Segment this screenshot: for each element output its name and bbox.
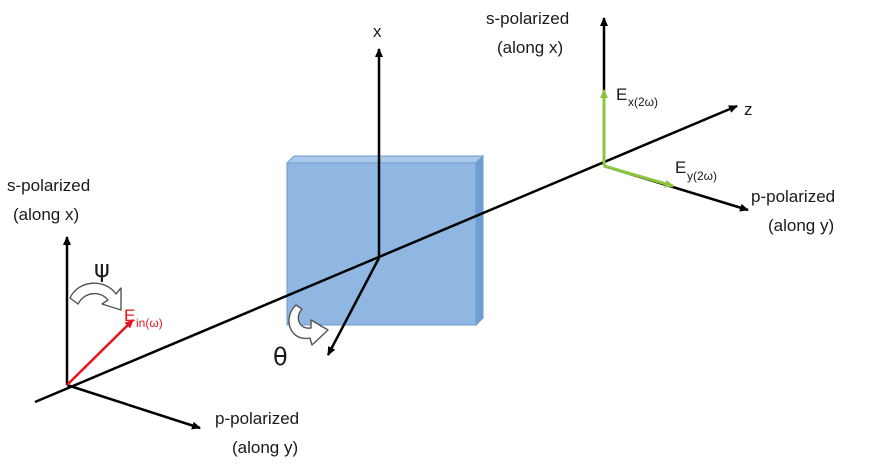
psi-rotation-arrow: [69, 282, 122, 311]
theta-rotation-arrow: [288, 304, 329, 346]
top-s-polarized-label: s-polarized: [486, 9, 569, 28]
input-field-symbol: E: [124, 306, 135, 325]
output-y-field-symbol: E: [675, 158, 686, 177]
right-p-polarized-label: p-polarized: [751, 187, 835, 206]
left-s-polarized-label: s-polarized: [7, 176, 90, 195]
bottom-p-polarized-label: p-polarized: [215, 409, 299, 428]
right-along-y-label: (along y): [768, 216, 834, 235]
psi-symbol: ψ: [94, 255, 110, 283]
left-along-x-label: (along x): [13, 205, 79, 224]
crystal-slab: [285, 154, 485, 327]
input-field-label: E in(ω): [124, 306, 163, 330]
z-axis-beam: [34, 104, 738, 404]
input-field-vector: [66, 319, 134, 386]
z-axis-label: z: [744, 100, 753, 119]
output-x-field-subscript: x(2ω): [628, 95, 658, 109]
output-y-vector: [603, 164, 674, 188]
bottom-along-y-label: (along y): [232, 438, 298, 457]
output-y-field-subscript: y(2ω): [687, 169, 717, 183]
output-x-field-label: E x(2ω): [616, 85, 658, 109]
input-field-subscript: in(ω): [136, 316, 163, 330]
output-x-field-symbol: E: [616, 85, 627, 104]
theta-symbol: θ: [273, 343, 288, 371]
crystal-front-face: [286, 162, 477, 326]
center-x-axis-label: x: [373, 22, 382, 41]
center-rotated-axis: [326, 257, 381, 356]
output-y-field-label: E y(2ω): [675, 158, 717, 183]
top-along-x-label: (along x): [497, 38, 563, 57]
crystal-side-face: [475, 154, 484, 327]
crystal-top-face: [285, 155, 485, 164]
left-y-axis: [66, 383, 201, 430]
